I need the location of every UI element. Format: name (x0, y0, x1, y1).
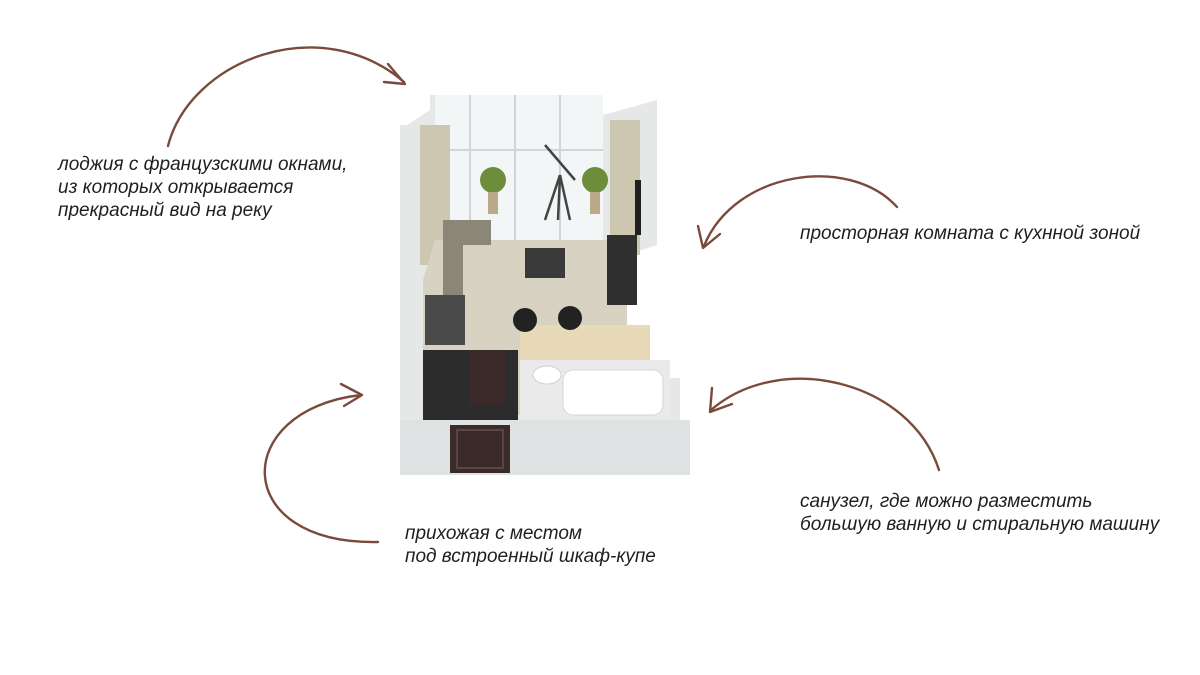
coffee-table (525, 248, 565, 278)
hallway-annotation: прихожая с местом под встроенный шкаф-ку… (405, 522, 656, 568)
loggia-arrow (166, 46, 406, 148)
bathroom-arrow (709, 377, 941, 472)
chair-left (513, 308, 537, 332)
room-annotation: просторная комната с кухнной зоной (800, 222, 1140, 245)
entrance-door (450, 425, 510, 473)
plant-left (480, 167, 506, 193)
left-cabinet (425, 295, 465, 345)
sofa (443, 220, 491, 310)
tv (635, 180, 641, 235)
apartment-floor-plan (400, 95, 690, 475)
hallway-door-panel (470, 350, 505, 405)
room-arrowhead (696, 224, 722, 250)
hallway-line-2: под встроенный шкаф-купе (405, 546, 656, 567)
telescope (543, 144, 576, 221)
bathroom-line-2: большую ванную и стиральную машину (800, 514, 1160, 535)
loggia-window (435, 95, 603, 240)
hallway-arrowhead (339, 382, 364, 408)
chair-right (558, 306, 582, 330)
bathroom-annotation: санузел, где можно разместить большую ва… (800, 490, 1159, 536)
bathroom-line-1: санузел, где можно разместить (800, 491, 1093, 512)
kitchen-counter (520, 325, 650, 360)
room-arrow (702, 175, 899, 248)
hallway-line-1: прихожая с местом (405, 523, 582, 544)
loggia-line-1: лоджия с французскими окнами, (58, 154, 348, 175)
tv-unit (607, 235, 637, 305)
loggia-line-3: прекрасный вид на реку (58, 200, 272, 221)
hallway-arrow (263, 393, 380, 544)
plant-right (582, 167, 608, 193)
loggia-line-2: из которых открывается (58, 177, 294, 198)
sink (532, 365, 562, 385)
loggia-arrowhead (382, 62, 407, 86)
bathroom-arrowhead (708, 386, 734, 414)
bathtub (562, 369, 664, 416)
room-line-1: просторная комната с кухнной зоной (800, 223, 1141, 244)
loggia-annotation: лоджия с французскими окнами, из которых… (58, 153, 347, 222)
front-wall (400, 420, 690, 475)
